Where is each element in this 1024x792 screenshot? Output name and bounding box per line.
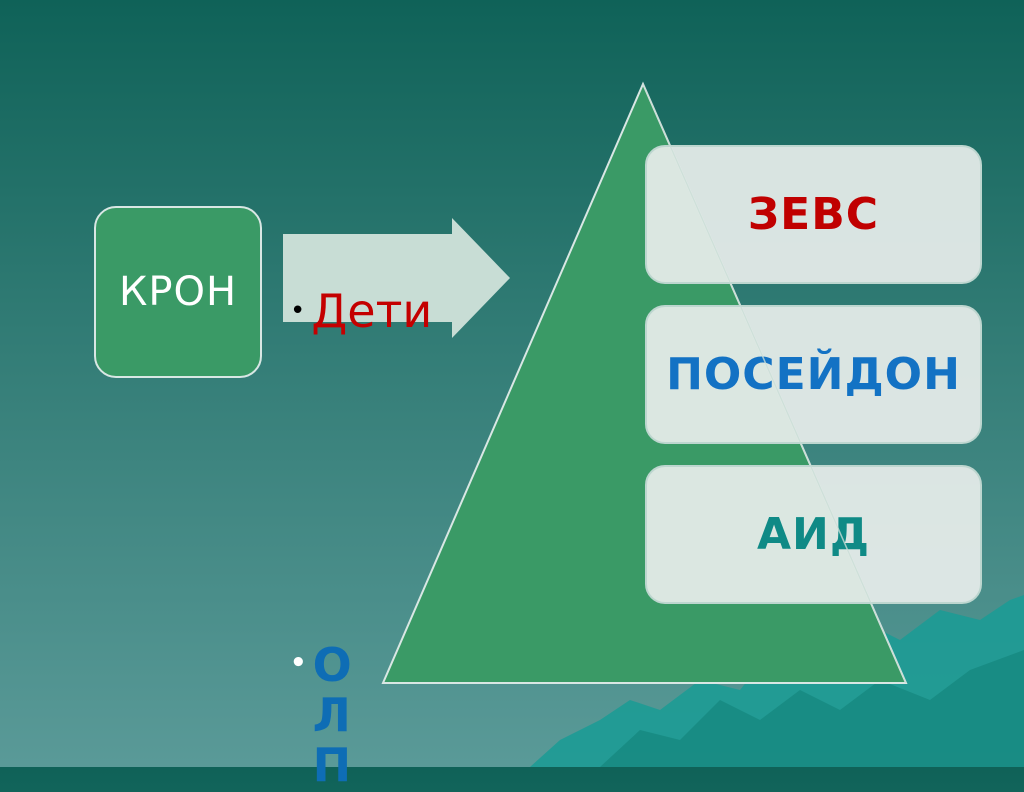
god-label-zeus: ЗЕВС — [748, 189, 879, 240]
olymp-label: ОЛП — [313, 640, 381, 790]
god-box-hades: АИД — [645, 465, 982, 604]
olymp-bullet: • ОЛП — [290, 640, 381, 790]
bullet-icon: • — [290, 650, 307, 676]
god-label-hades: АИД — [757, 509, 870, 560]
god-box-zeus: ЗЕВС — [645, 145, 982, 284]
god-box-poseidon: ПОСЕЙДОН — [645, 305, 982, 444]
god-label-poseidon: ПОСЕЙДОН — [666, 349, 961, 400]
